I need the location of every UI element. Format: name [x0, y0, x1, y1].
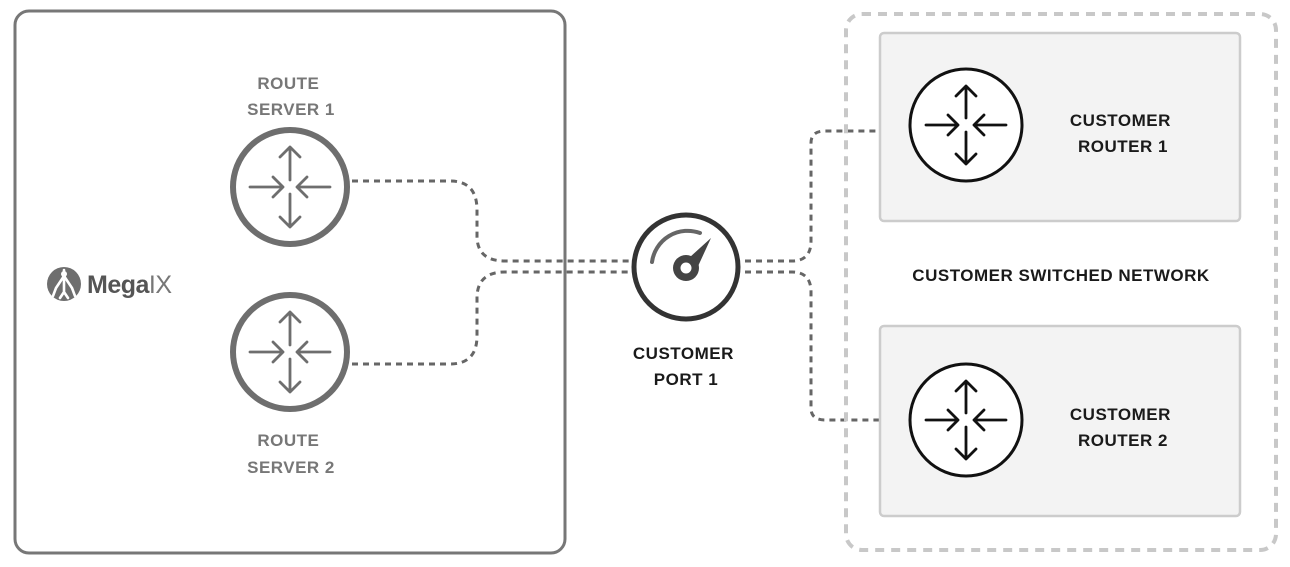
route-server-1: ROUTE SERVER 1 — [230, 74, 350, 247]
links — [352, 129, 908, 422]
customer-router-1-label-line2: ROUTER 1 — [1078, 137, 1168, 156]
route-server-2-label: ROUTE SERVER 2 — [247, 431, 335, 477]
link-port-to-cr1 — [745, 129, 908, 263]
route-server-1-label-line1: ROUTE — [257, 74, 319, 93]
megaport-logo-icon — [47, 267, 81, 301]
logo-text-bold: Mega — [87, 271, 151, 299]
router-icon — [230, 127, 350, 247]
router-icon — [908, 67, 1024, 183]
route-server-2: ROUTE SERVER 2 — [230, 292, 350, 477]
customer-port-1: CUSTOMER PORT 1 — [631, 212, 741, 389]
megaix-panel: MegaIX ROUTE SERVER 1 — [13, 9, 567, 555]
customer-router-1: CUSTOMER ROUTER 1 — [878, 31, 1242, 223]
speedometer-icon — [631, 212, 741, 322]
customer-router-2-label-line1: CUSTOMER — [1070, 405, 1171, 424]
route-server-2-label-line1: ROUTE — [257, 431, 319, 450]
customer-switched-network: CUSTOMER SWITCHED NETWORK CUSTOMER ROUTE… — [844, 12, 1278, 552]
router-icon — [908, 362, 1024, 478]
megaix-logo: MegaIX — [47, 267, 173, 301]
megaix-panel-border — [13, 9, 567, 555]
customer-router-2-label: CUSTOMER ROUTER 2 — [1070, 405, 1176, 450]
route-server-2-label-line2: SERVER 2 — [247, 458, 335, 477]
link-port-to-cr2 — [745, 270, 908, 422]
logo-text-light: IX — [149, 271, 172, 299]
customer-router-2-label-line2: ROUTER 2 — [1078, 431, 1168, 450]
link-rs2-to-port — [352, 270, 632, 366]
route-server-1-label: ROUTE SERVER 1 — [247, 74, 335, 119]
customer-port-label-line2: PORT 1 — [654, 370, 718, 389]
route-server-1-label-line2: SERVER 1 — [247, 100, 335, 119]
customer-port-label-line1: CUSTOMER — [633, 344, 734, 363]
logo-wordmark: MegaIX — [87, 271, 172, 299]
customer-network-border — [844, 12, 1278, 552]
router-icon — [230, 292, 350, 412]
link-rs1-to-port — [352, 179, 632, 263]
customer-router-1-label-line1: CUSTOMER — [1070, 111, 1171, 130]
customer-router-1-label: CUSTOMER ROUTER 1 — [1070, 111, 1176, 156]
customer-network-title: CUSTOMER SWITCHED NETWORK — [912, 266, 1210, 285]
customer-port-label: CUSTOMER PORT 1 — [633, 344, 739, 389]
customer-router-2: CUSTOMER ROUTER 2 — [878, 324, 1242, 518]
